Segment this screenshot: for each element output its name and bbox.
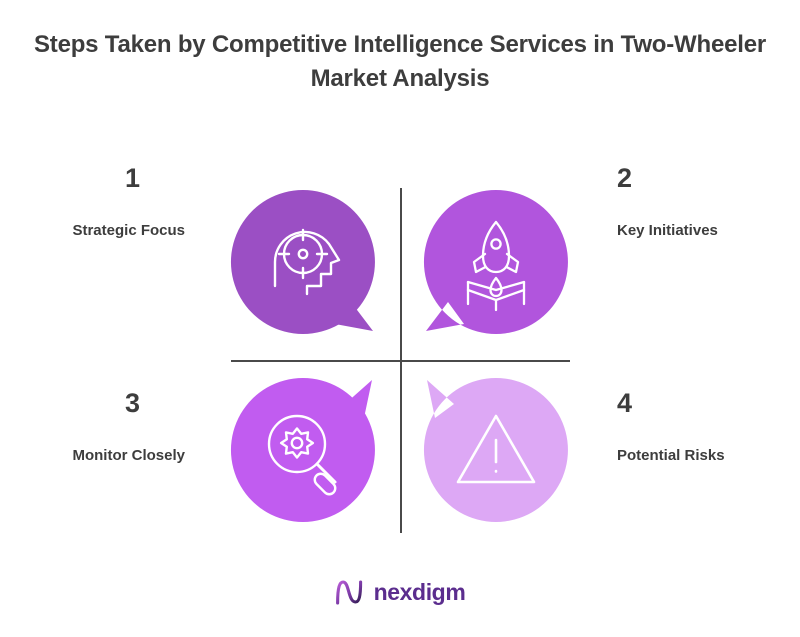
brand-logo: nexdigm [335,579,466,605]
speech-bubble-shape-3 [230,378,375,522]
quadrant-label-2: 2 Key Initiatives [617,165,800,242]
speech-bubble-shape-2 [423,190,568,334]
rocket-launch-icon [466,220,526,312]
quadrant-bubble-4[interactable] [423,378,568,522]
quadrant-bubble-3[interactable] [230,378,375,522]
quadrant-text-2: Key Initiatives [617,222,718,239]
quadrant-number-3: 3 [124,388,140,418]
quadrant-text-3: Monitor Closely [72,447,185,464]
quadrant-number-2: 2 [617,163,633,193]
quadrant-label-4: 4 Potential Risks [617,390,800,467]
quadrant-label-3: 3 Monitor Closely [0,390,185,467]
warning-triangle-icon [456,414,536,484]
magnifier-gear-icon [267,414,337,496]
quadrant-diagram [0,150,800,550]
page-title: Steps Taken by Competitive Intelligence … [33,31,767,92]
quadrant-bubble-1[interactable] [230,190,375,334]
quadrant-text-1: Strategic Focus [72,222,185,239]
quadrant-number-1: 1 [124,163,140,193]
brand-wordmark: nexdigm [373,578,466,605]
head-target-icon [273,228,341,296]
quadrant-number-4: 4 [617,388,633,418]
divider-vertical [400,188,402,533]
nexdigm-n-mark [336,580,363,605]
quadrant-text-4: Potential Risks [617,447,725,464]
quadrant-bubble-2[interactable] [423,190,568,334]
quadrant-label-1: 1 Strategic Focus [0,165,185,242]
speech-bubble-shape-1 [230,190,375,334]
